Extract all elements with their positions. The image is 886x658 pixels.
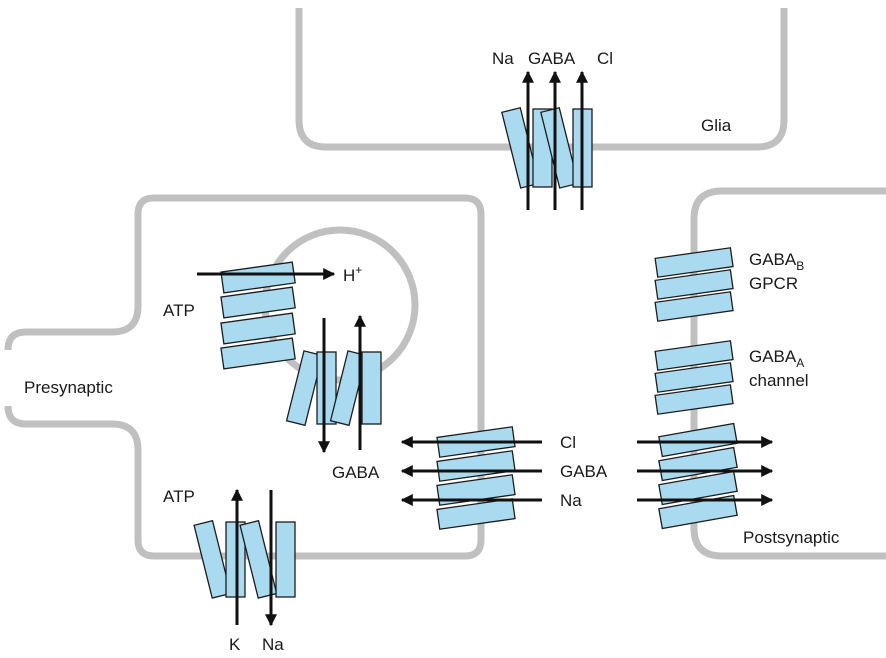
proton-label: H+ (343, 263, 362, 285)
proteins (194, 108, 737, 598)
gaba-b-label: GABAB (749, 250, 804, 273)
na-pump-label: Na (262, 635, 284, 654)
gaba-a-label: GABAA (749, 347, 804, 370)
cl-transport-label: Cl (560, 433, 576, 452)
presynaptic-label: Presynaptic (24, 378, 113, 397)
vesicular-gaba-transporter (287, 351, 381, 425)
atp-vesicle-label: ATP (163, 301, 195, 320)
gaba-a-receptor (655, 341, 733, 414)
postsynaptic-transporter (659, 424, 737, 529)
gaba-transport-label: GABA (560, 462, 608, 481)
gpcr-label: GPCR (749, 274, 798, 293)
presynaptic-na-k-pump (194, 521, 295, 598)
gaba-vesicle-label: GABA (332, 463, 380, 482)
gaba-b-receptor (655, 248, 733, 321)
glia-cl-label: Cl (597, 49, 613, 68)
atp-pump-label: ATP (163, 487, 195, 506)
postsynaptic-label: Postsynaptic (743, 528, 840, 547)
channel-label: channel (749, 371, 809, 390)
presynaptic-membrane (8, 198, 481, 556)
vesicular-proton-pump (221, 262, 295, 369)
k-label: K (229, 635, 241, 654)
na-transport-label: Na (560, 491, 582, 510)
glia-label: Glia (701, 116, 732, 135)
glia-na-label: Na (492, 49, 514, 68)
glia-transporter (502, 108, 592, 188)
glia-gaba-label: GABA (528, 49, 576, 68)
